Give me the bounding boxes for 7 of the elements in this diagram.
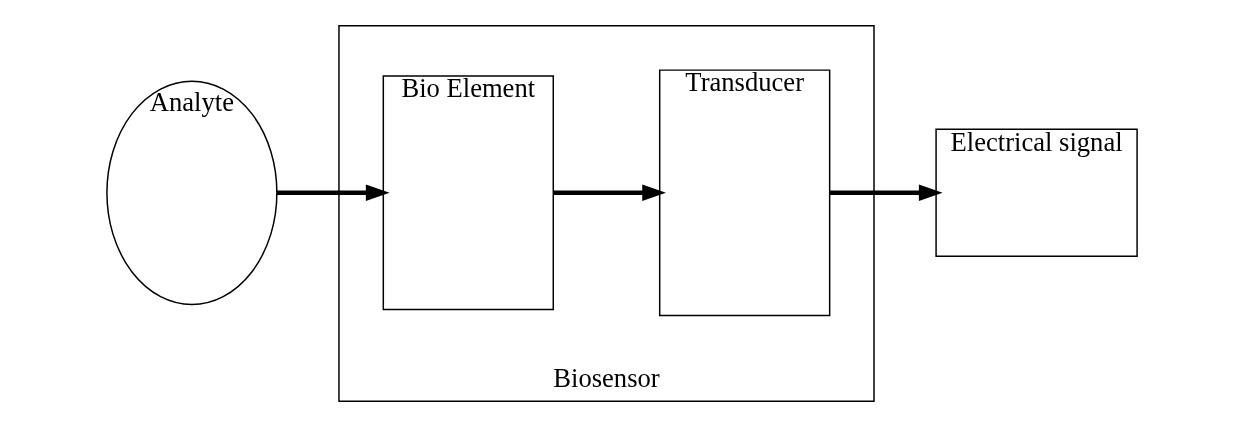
arrow (276, 184, 390, 202)
arrow (553, 184, 666, 202)
node-box: Bio Element (382, 75, 554, 311)
node-ellipse: Analyte (106, 80, 278, 306)
node-box: Transducer (658, 69, 831, 317)
node-box: Electrical signal (935, 128, 1138, 258)
arrow (829, 184, 943, 202)
